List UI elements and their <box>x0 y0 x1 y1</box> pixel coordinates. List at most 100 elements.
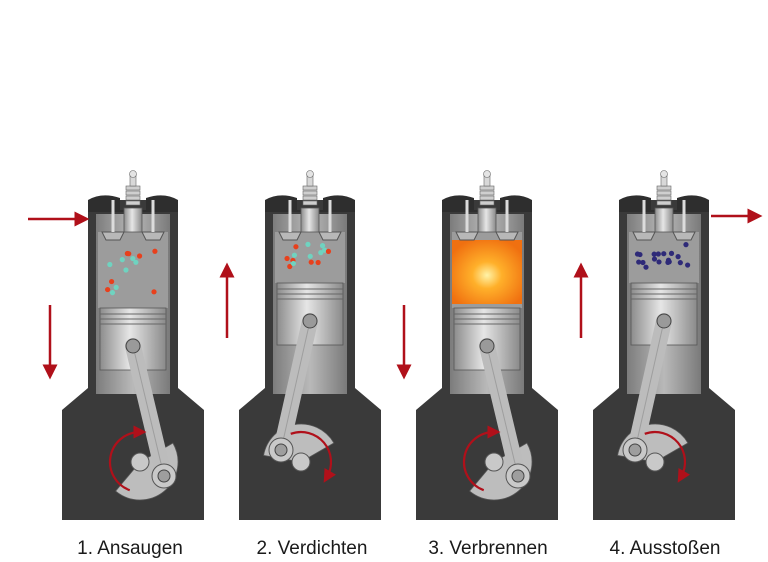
gas-particle <box>668 250 675 256</box>
gas-particle <box>685 262 691 268</box>
rotation-arrow <box>462 425 501 492</box>
rotation-arrow <box>108 425 147 492</box>
spark-plug-rib <box>125 190 141 196</box>
spark-plug-rib <box>125 185 141 191</box>
cylinder-head <box>88 195 178 212</box>
spark-plug-rib <box>302 200 318 206</box>
spark-plug-rib <box>125 195 141 201</box>
gas-particle <box>109 290 116 296</box>
gas-particle <box>675 254 681 260</box>
spark-plug-body <box>300 207 320 233</box>
crank-pin <box>157 469 171 483</box>
intake-valve <box>455 231 479 241</box>
gas-particle <box>130 255 136 262</box>
cylinder-head <box>619 195 709 212</box>
spark-plug-tip <box>483 170 491 178</box>
gas-particle <box>683 242 689 248</box>
intake-valve <box>278 231 302 241</box>
gas-particle <box>677 260 683 266</box>
spark-plug-rib <box>302 185 318 191</box>
engine-stage-3 <box>396 170 558 520</box>
piston-pin <box>302 313 318 329</box>
crank-pin <box>511 469 525 483</box>
spark-plug-rib <box>656 185 672 191</box>
spark-plug-body <box>477 207 497 233</box>
gas-particle <box>126 251 132 257</box>
gas-particle <box>113 284 119 290</box>
spark-plug-rib <box>479 200 495 206</box>
gas-particle <box>293 244 299 250</box>
engine-stage-2 <box>219 170 381 520</box>
spark-plug-rib <box>656 190 672 196</box>
spark-plug-tip <box>660 170 668 178</box>
gas-particle <box>656 259 662 265</box>
spark-plug-rib <box>656 195 672 201</box>
gas-particle <box>308 259 314 265</box>
stage-3-caption: 3. Verbrennen <box>428 538 548 559</box>
crankshaft <box>645 452 665 472</box>
piston-pin <box>479 338 495 354</box>
connecting-rod-edge <box>280 320 311 451</box>
spark-plug-body <box>123 207 143 233</box>
stage-4-caption: 4. Ausstoßen <box>609 538 721 559</box>
spark-plug-rib <box>479 185 495 191</box>
engine-stage-4 <box>573 170 763 520</box>
exhaust-valve <box>141 231 165 241</box>
intake-valve <box>101 231 125 241</box>
gas-particle <box>651 251 657 257</box>
spark-plug-tip <box>306 170 314 178</box>
gas-particle <box>318 250 324 256</box>
piston-pin <box>125 338 141 354</box>
gas-particle <box>643 264 649 270</box>
spark-plug-rib <box>479 190 495 196</box>
connecting-rod-edge <box>634 320 665 451</box>
piston-pin <box>656 313 672 329</box>
gas-particle <box>108 278 115 285</box>
gas-particle <box>634 251 641 257</box>
gas-particle <box>325 248 332 254</box>
spark-plug-rib <box>302 195 318 201</box>
gas-particle <box>290 260 296 267</box>
gas-particle <box>133 259 139 265</box>
gas-particle <box>651 256 658 262</box>
spark-plug-rib <box>656 200 672 206</box>
crank-pin <box>628 443 642 457</box>
gas-particle <box>107 261 113 268</box>
gas-particle <box>152 248 158 254</box>
gas-particle <box>287 263 293 270</box>
cylinder-head <box>265 195 355 212</box>
gas-particle <box>319 243 326 249</box>
crankshaft <box>291 452 311 472</box>
gas-particle <box>636 259 642 265</box>
gas-particle <box>284 255 290 262</box>
connecting-rod-edge <box>486 345 519 477</box>
spark-plug-rib <box>302 190 318 196</box>
exhaust-valve <box>672 231 696 241</box>
crankshaft <box>130 452 150 472</box>
gas-particle <box>307 253 313 259</box>
exhaust-valve <box>318 231 342 241</box>
crankshaft <box>484 452 504 472</box>
gas-particle <box>305 241 311 247</box>
rotation-arrow <box>644 430 690 483</box>
gas-particle <box>291 252 298 258</box>
gas-particle <box>315 259 321 266</box>
gas-particle <box>105 286 111 293</box>
spark-plug-body <box>654 207 674 233</box>
spark-plug-rib <box>479 195 495 201</box>
gas-particle <box>655 251 661 257</box>
crank-pin <box>274 443 288 457</box>
intake-valve <box>632 231 656 241</box>
cylinder-head <box>442 195 532 212</box>
gas-particle <box>136 253 143 259</box>
gas-particle <box>640 259 646 266</box>
stage-1-caption: 1. Ansaugen <box>77 538 183 559</box>
gas-particle <box>661 251 667 257</box>
engine-stage-1 <box>28 170 204 520</box>
combustion-flame <box>452 240 522 304</box>
spark-plug-tip <box>129 170 137 178</box>
combustion-chamber <box>98 232 168 308</box>
rotation-arrow <box>290 430 336 483</box>
